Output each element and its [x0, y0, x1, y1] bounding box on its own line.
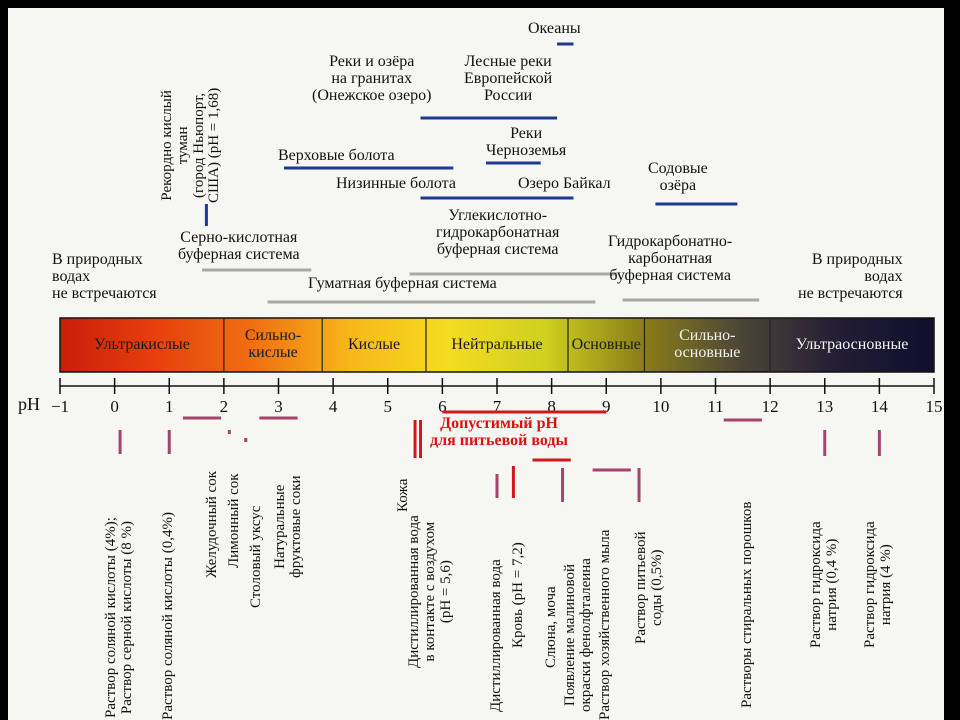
ph-tick-label: 2	[220, 397, 229, 416]
soda-lakes-label: Содовые озёра	[648, 160, 708, 194]
drinking-water-label: Допустимый pH для питьевой воды	[430, 415, 568, 449]
sample-label: Натуральные фруктовые соки	[272, 475, 305, 578]
ph-tick-label: 13	[816, 397, 833, 416]
sample-label: Дистиллированная вода	[488, 559, 504, 712]
zone-label: Кислые	[347, 335, 401, 353]
ph-tick-label: 7	[493, 397, 502, 416]
sample-label: Растворы стиральных порошков	[739, 501, 756, 708]
sample-label: Слюна, моча	[542, 586, 559, 668]
record-fog-label: Рекордно кислый туман (город Ньюпорт, СШ…	[159, 87, 223, 203]
baikal-label: Озеро Байкал	[518, 175, 611, 192]
ph-tick-label: 12	[762, 397, 779, 416]
sample-label: Раствор гидроксида натрия (4 %)	[862, 521, 895, 648]
ph-tick-label: 9	[602, 397, 611, 416]
bicarbonate-buffer-label: Гидрокарбонатно- карбонатная буферная си…	[608, 233, 733, 284]
ph-tick-label: 3	[274, 397, 283, 416]
sample-label: Кожа	[395, 478, 412, 512]
sample-label: Раствор питьевой соды (0,5%)	[632, 531, 665, 644]
sample-label: Дистиллированная вода в контакте с возду…	[406, 515, 454, 668]
ph-tick-label: 6	[438, 397, 447, 416]
upland-bogs-label: Верховые болота	[278, 147, 395, 164]
sample-label: Появление малиновой окраски фенолфталеин…	[561, 558, 594, 712]
granite-lakes-label: Реки и озёра на гранитах (Онежское озеро…	[312, 53, 432, 104]
sample-label: Раствор хозяйственного мыла	[597, 529, 614, 720]
ph-tick-label: 15	[926, 397, 943, 416]
ph-tick-label: 5	[384, 397, 393, 416]
not-found-left-label: В природных водах не встречаются	[52, 251, 157, 302]
ph-zone-bar	[59, 317, 935, 373]
ph-tick-label: 0	[110, 397, 119, 416]
humate-buffer-label: Гуматная буферная система	[308, 275, 497, 292]
ph-tick-label: 1	[165, 397, 174, 416]
zone-label: Ультраосновные	[795, 335, 909, 353]
sample-label: Раствор гидроксида натрия (0,4 %)	[807, 521, 840, 648]
sample-label: Кровь (pH = 7,2)	[509, 542, 526, 648]
chernozem-rivers-label: Реки Черноземья	[486, 125, 567, 159]
zone-label: Ультракислые	[94, 335, 190, 353]
sample-label: Раствор соляной кислоты (0,4%)	[160, 512, 177, 720]
forest-rivers-label: Лесные реки Европейской России	[464, 53, 553, 104]
zone-label: Сильно- кислые	[244, 327, 302, 361]
zone-label: Нейтральные	[451, 335, 543, 353]
ph-tick-label: 8	[547, 397, 556, 416]
ph-axis-label: pH	[18, 394, 40, 414]
zone-label: Основные	[571, 335, 641, 353]
sample-label: Раствор соляной кислоты (4%); Раствор се…	[103, 517, 135, 718]
ph-tick-label: 14	[871, 397, 889, 416]
sample-label: Столовый уксус	[247, 505, 264, 608]
zone-label: Сильно- основные	[674, 327, 741, 361]
lowland-bogs-label: Низинные болота	[336, 175, 456, 192]
not-found-right-label: В природных водах не встречаются	[798, 251, 903, 302]
oceans-label: Океаны	[528, 20, 581, 37]
sample-label: Лимонный сок	[225, 473, 242, 568]
ph-tick-label: 4	[329, 397, 338, 416]
sample-label: Желудочный сок	[203, 471, 220, 578]
carbonic-buffer-label: Углекислотно- гидрокарбонатная буферная …	[436, 207, 560, 258]
sulfate-buffer-label: Серно-кислотная буферная система	[178, 229, 300, 263]
ph-tick-label: 10	[652, 397, 669, 416]
ph-tick-label: −1	[51, 397, 69, 416]
ph-tick-label: 11	[707, 397, 723, 416]
